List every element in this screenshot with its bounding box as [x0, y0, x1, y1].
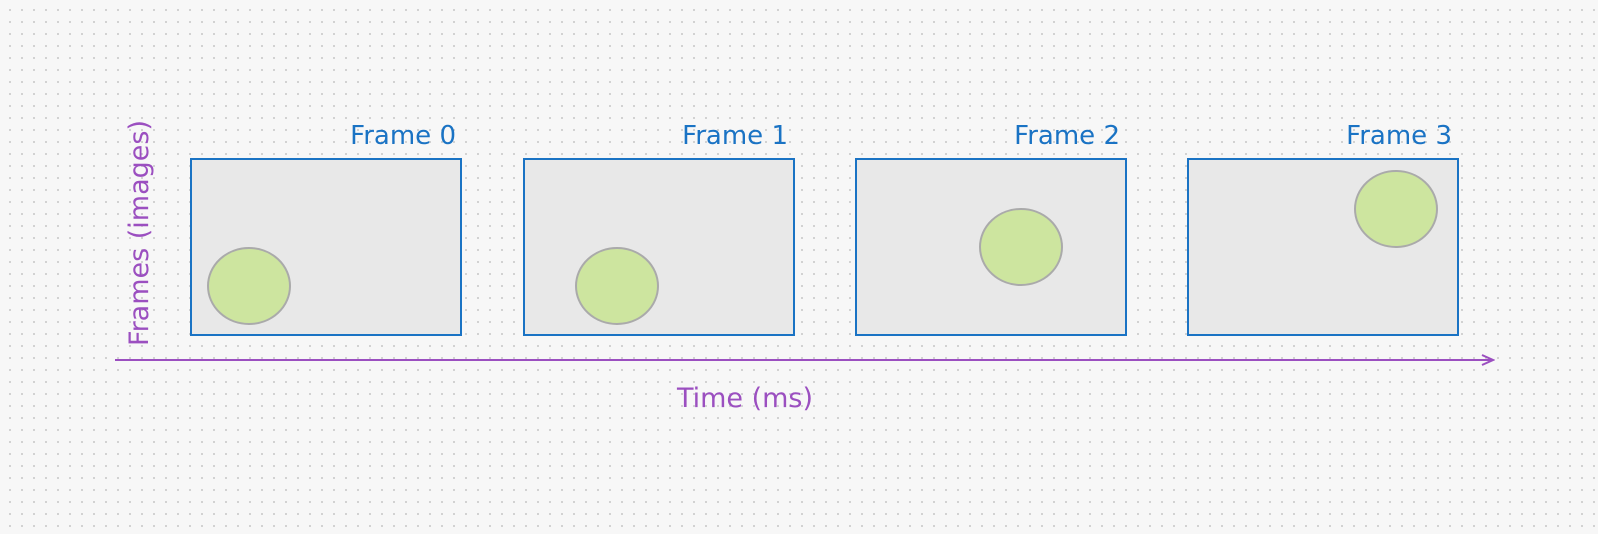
- frame-3: Frame 3: [1187, 121, 1459, 336]
- frame-1: Frame 1: [523, 121, 795, 336]
- ball: [979, 208, 1063, 286]
- frame-2-label: Frame 2: [1014, 121, 1120, 151]
- time-axis-label: Time (ms): [676, 383, 813, 414]
- frame-1-box: [523, 158, 795, 336]
- ball: [575, 247, 659, 325]
- frame-0-label: Frame 0: [350, 121, 456, 151]
- frame-3-label: Frame 3: [1346, 121, 1452, 151]
- frame-2: Frame 2: [855, 121, 1127, 336]
- ball: [1354, 170, 1438, 248]
- frame-0: Frame 0: [190, 121, 462, 336]
- ball: [207, 247, 291, 325]
- frames-axis-label: Frames (images): [124, 120, 155, 346]
- frame-1-label: Frame 1: [682, 121, 788, 151]
